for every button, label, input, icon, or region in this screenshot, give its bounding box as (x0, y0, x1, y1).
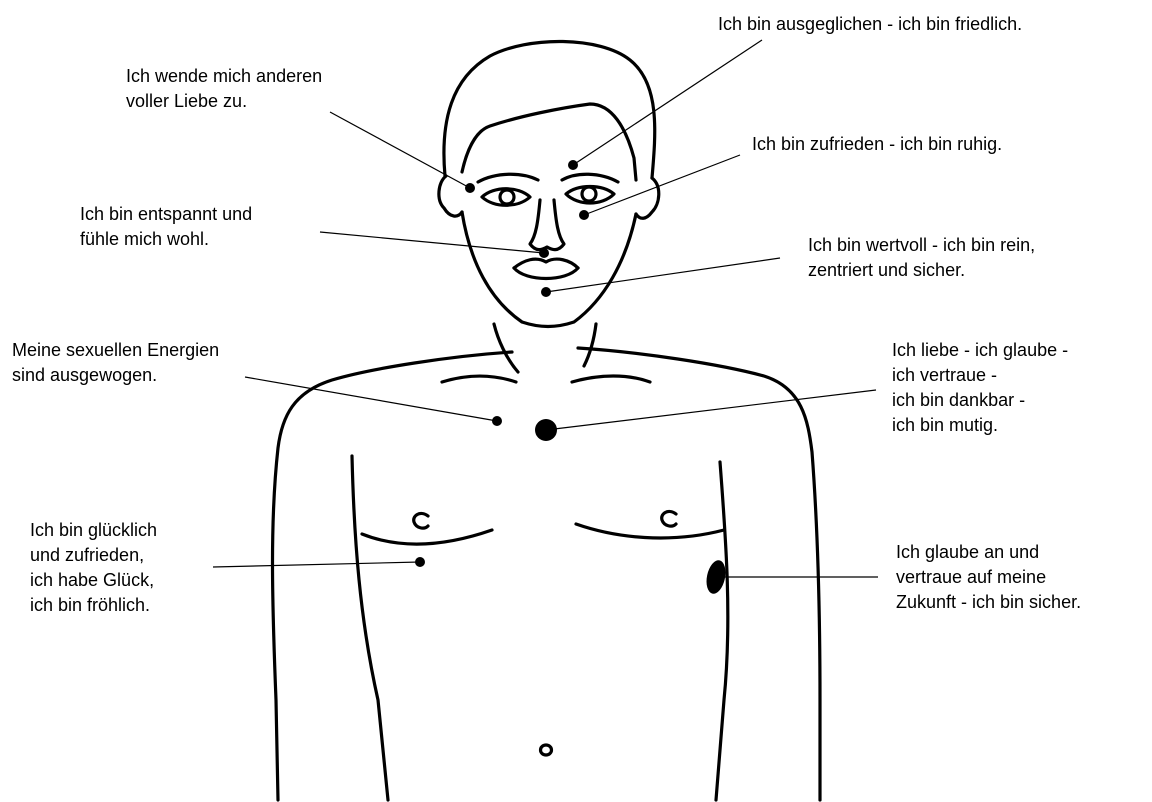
label-worth-line-2: zentriert und sicher. (808, 258, 1035, 283)
leader-line-heart (546, 390, 876, 430)
label-happy: Ich bin glücklich und zufrieden, ich hab… (30, 518, 157, 618)
point-heart (535, 419, 557, 441)
label-heart-line-4: ich bin mutig. (892, 413, 1068, 438)
right-pupil (582, 187, 596, 201)
label-heart: Ich liebe - ich glaube - ich vertraue - … (892, 338, 1068, 438)
label-peace-line: Ich bin ausgeglichen - ich bin friedlich… (718, 12, 1022, 37)
label-future-line-2: vertraue auf meine (896, 565, 1081, 590)
point-forehead (568, 160, 578, 170)
label-content-line: Ich bin zufrieden - ich bin ruhig. (752, 132, 1002, 157)
label-love-others-line-1: Ich wende mich anderen (126, 64, 322, 89)
label-sexual: Meine sexuellen Energien sind ausgewogen… (12, 338, 219, 388)
left-shoulder-arm (273, 352, 513, 800)
lower-lip (514, 268, 578, 279)
face-outline (462, 212, 636, 327)
label-relaxed-line-1: Ich bin entspannt und (80, 202, 252, 227)
label-future: Ich glaube an und vertraue auf meine Zuk… (896, 540, 1081, 615)
label-relaxed: Ich bin entspannt und fühle mich wohl. (80, 202, 252, 252)
leader-line-content (584, 155, 740, 215)
label-worth: Ich bin wertvoll - ich bin rein, zentrie… (808, 233, 1035, 283)
label-heart-line-1: Ich liebe - ich glaube - (892, 338, 1068, 363)
right-ear (636, 178, 659, 218)
label-worth-line-1: Ich bin wertvoll - ich bin rein, (808, 233, 1035, 258)
left-collarbone (442, 376, 516, 382)
label-heart-line-3: ich bin dankbar - (892, 388, 1068, 413)
label-heart-line-2: ich vertraue - (892, 363, 1068, 388)
right-eyebrow (562, 174, 618, 182)
point-cheek (579, 210, 589, 220)
point-upper-lip (539, 248, 549, 258)
leader-line-worth (546, 258, 780, 292)
leader-line-happy (213, 562, 420, 567)
nose (530, 200, 564, 250)
right-collarbone (572, 376, 650, 382)
label-relaxed-line-2: fühle mich wohl. (80, 227, 252, 252)
label-love-others-line-2: voller Liebe zu. (126, 89, 322, 114)
label-future-line-1: Ich glaube an und (896, 540, 1081, 565)
right-pectoral (576, 524, 724, 538)
right-shoulder-arm (578, 348, 820, 800)
right-torso-side (716, 462, 728, 800)
label-happy-line-3: ich habe Glück, (30, 568, 157, 593)
left-pupil (500, 190, 514, 204)
label-happy-line-2: und zufrieden, (30, 543, 157, 568)
right-nipple (662, 512, 676, 527)
point-side-right (704, 559, 729, 596)
point-collar (492, 416, 502, 426)
leader-line-sexual (245, 377, 497, 421)
navel (541, 745, 552, 755)
hair-inner-line (462, 104, 636, 180)
upper-lip (514, 259, 578, 268)
label-love-others: Ich wende mich anderen voller Liebe zu. (126, 64, 322, 114)
label-happy-line-1: Ich bin glücklich (30, 518, 157, 543)
leader-line-relaxed (320, 232, 544, 253)
leader-line-love-other (330, 112, 470, 188)
label-happy-line-4: ich bin fröhlich. (30, 593, 157, 618)
left-torso-side (352, 456, 388, 800)
label-sexual-line-2: sind ausgewogen. (12, 363, 219, 388)
label-content: Ich bin zufrieden - ich bin ruhig. (752, 132, 1002, 157)
label-sexual-line-1: Meine sexuellen Energien (12, 338, 219, 363)
left-nipple (414, 514, 428, 529)
leader-line-peace (573, 40, 762, 165)
neck-left (494, 324, 518, 372)
point-chest-left (415, 557, 425, 567)
label-future-line-3: Zukunft - ich bin sicher. (896, 590, 1081, 615)
point-chin (541, 287, 551, 297)
left-eyebrow (478, 174, 538, 182)
left-pectoral (362, 530, 492, 544)
label-peace: Ich bin ausgeglichen - ich bin friedlich… (718, 12, 1022, 37)
neck-right (584, 324, 596, 366)
point-temple (465, 183, 475, 193)
